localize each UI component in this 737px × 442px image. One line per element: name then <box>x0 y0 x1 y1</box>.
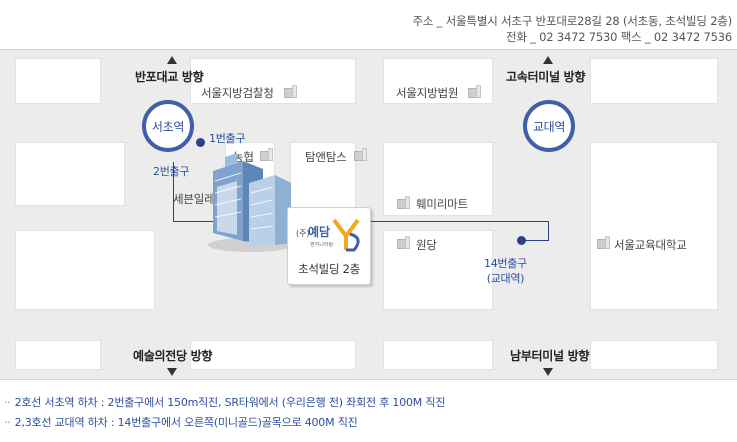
location-map: 서초역 교대역 반포대교 방향 고속터미널 방향 예술의전당 방향 남부터미널 … <box>0 49 737 380</box>
bullet-icon: ·· <box>4 396 11 409</box>
building-icon <box>354 148 368 161</box>
note-seocho: ··2호선 서초역 하차 : 2번출구에서 150m직진, SR타워에서 (우리… <box>4 393 445 413</box>
landmark-tomtoms: 탐앤탐스 <box>305 150 347 164</box>
office-building-icon <box>208 153 292 252</box>
map-block <box>383 340 493 370</box>
landmark-prosecutor: 서울지방검찰청 <box>201 86 274 100</box>
building-name: 초석빌딩 2층 <box>298 262 360 276</box>
map-block <box>190 340 356 370</box>
svg-text:예담: 예담 <box>308 224 330 239</box>
map-block <box>15 58 101 104</box>
map-block <box>190 58 356 104</box>
station-gyodae: 교대역 <box>523 100 575 152</box>
map-block <box>15 142 125 206</box>
directions-notes: ··2호선 서초역 하차 : 2번출구에서 150m직진, SR타워에서 (우리… <box>4 393 445 433</box>
exit-14-number: 14번출구 <box>484 257 527 270</box>
company-logo: (주) 예담 엔지니어링 <box>296 218 360 252</box>
exit-14-station: (교대역) <box>486 272 525 285</box>
building-icon <box>397 236 411 249</box>
note-seocho-text: 2호선 서초역 하차 : 2번출구에서 150m직진, SR타워에서 (우리은행… <box>14 396 446 409</box>
map-block <box>590 340 718 370</box>
landmark-seven-eleven: 세븐일레븐 <box>173 192 225 206</box>
exit-2-label: 2번출구 <box>153 165 190 178</box>
arrow-down-icon <box>543 368 553 376</box>
landmark-family-mart: 훼미리마트 <box>416 197 468 211</box>
building-icon <box>468 85 482 98</box>
address-line: 주소 _ 서울특별시 서초구 반포대로28길 28 (서초동, 초석빌딩 2층) <box>412 14 732 28</box>
building-icon <box>284 85 298 98</box>
svg-text:(주): (주) <box>296 229 310 238</box>
building-icon <box>260 148 274 161</box>
station-seocho: 서초역 <box>142 100 194 152</box>
landmark-nonghyup: 농협 <box>233 150 254 164</box>
direction-bottom-right: 남부터미널 방향 <box>510 349 590 363</box>
direction-top-left: 반포대교 방향 <box>135 70 204 84</box>
landmark-court: 서울지방법원 <box>396 86 459 100</box>
direction-bottom-left: 예술의전당 방향 <box>133 349 213 363</box>
note-gyodae-text: 2,3호선 교대역 하차 : 14번출구에서 오른쪽(미니골드)골목으로 400… <box>14 416 358 429</box>
route-line <box>173 162 174 222</box>
map-block <box>15 340 101 370</box>
map-block <box>590 142 718 310</box>
landmark-wondang: 원당 <box>416 238 437 252</box>
note-gyodae: ··2,3호선 교대역 하차 : 14번출구에서 오른쪽(미니골드)골목으로 4… <box>4 413 445 433</box>
bullet-icon: ·· <box>4 416 11 429</box>
route-line <box>521 240 549 241</box>
map-block <box>590 58 718 104</box>
logo-sub: 엔지니어링 <box>310 241 333 248</box>
logo-name: 예담 <box>308 224 330 239</box>
phone-fax-line: 전화 _ 02 3472 7530 팩스 _ 02 3472 7536 <box>505 30 732 44</box>
exit-1-label: 1번출구 <box>209 132 246 145</box>
route-line <box>548 221 549 241</box>
arrow-down-icon <box>167 368 177 376</box>
station-seocho-label: 서초역 <box>151 119 185 134</box>
exit-14-label: 14번출구 (교대역) <box>484 256 527 286</box>
station-gyodae-label: 교대역 <box>532 119 566 134</box>
svg-text:엔지니어링: 엔지니어링 <box>310 241 333 248</box>
arrow-up-icon <box>543 56 553 64</box>
map-block <box>15 230 155 310</box>
direction-top-right: 고속터미널 방향 <box>506 70 586 84</box>
address-block: 주소 _ 서울특별시 서초구 반포대로28길 28 (서초동, 초석빌딩 2층)… <box>412 13 732 45</box>
exit-14-dot <box>517 236 526 245</box>
building-icon <box>597 236 611 249</box>
landmark-univ: 서울교육대학교 <box>614 238 687 252</box>
office-callout: (주) 예담 엔지니어링 초석빌딩 2층 <box>287 207 371 285</box>
arrow-up-icon <box>167 56 177 64</box>
logo-prefix: (주) <box>296 229 310 238</box>
exit-1-dot <box>196 138 205 147</box>
building-icon <box>397 196 411 209</box>
